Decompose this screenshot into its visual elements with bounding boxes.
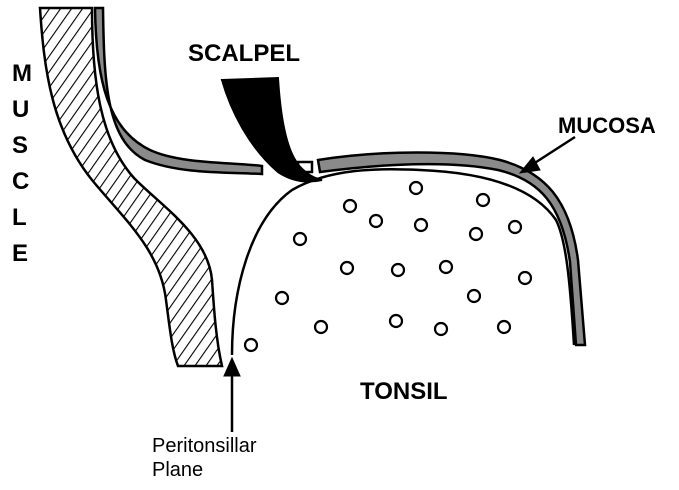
mucosa-arrow — [520, 137, 575, 173]
follicle — [435, 323, 447, 335]
follicle — [315, 321, 327, 333]
follicle — [440, 261, 452, 273]
tonsil-label: TONSIL — [360, 378, 448, 406]
scalpel-label: SCALPEL — [188, 40, 300, 68]
peritonsillar-arrow — [224, 358, 240, 432]
follicle — [509, 221, 521, 233]
follicle — [477, 194, 489, 206]
follicle — [392, 264, 404, 276]
mucosa-label: MUCOSA — [558, 113, 656, 139]
muscle-letter: S — [12, 134, 28, 158]
follicle — [498, 321, 510, 333]
mucosa-right — [318, 153, 585, 346]
muscle-letter: M — [12, 62, 32, 86]
muscle-letter: L — [12, 206, 27, 230]
muscle-letter: U — [12, 98, 29, 122]
follicle — [370, 215, 382, 227]
follicle — [410, 182, 422, 194]
follicle — [245, 339, 257, 351]
follicle — [390, 315, 402, 327]
follicle — [470, 228, 482, 240]
follicle — [276, 292, 288, 304]
muscle-letter: E — [12, 242, 28, 266]
follicle — [294, 233, 306, 245]
follicle — [415, 219, 427, 231]
follicle — [341, 262, 353, 274]
tonsil-capsule — [232, 169, 574, 355]
follicle — [519, 272, 531, 284]
follicle — [468, 290, 480, 302]
tonsil-follicles — [245, 182, 531, 351]
peritonsillar-plane-label: Peritonsillar Plane — [152, 434, 256, 482]
peritonsillar-line-2: Plane — [152, 458, 256, 482]
follicle — [344, 200, 356, 212]
muscle-letter: C — [12, 170, 29, 194]
peritonsillar-line-1: Peritonsillar — [152, 434, 256, 458]
